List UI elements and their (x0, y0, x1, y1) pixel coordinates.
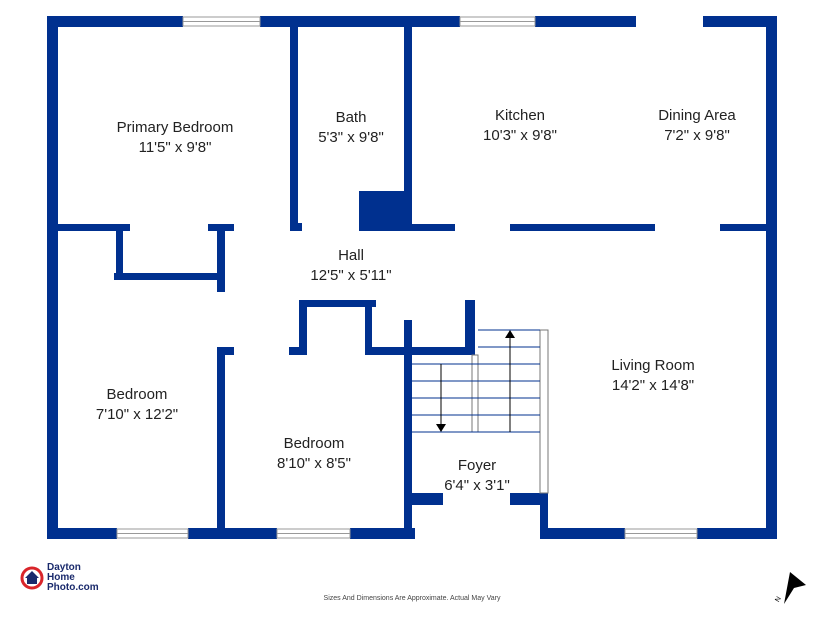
stairs (412, 329, 549, 494)
windows (116, 16, 698, 539)
room-kitchen: Kitchen 10'3" x 9'8" (483, 106, 557, 146)
room-size: 7'2" x 9'8" (664, 127, 730, 144)
room-name: Living Room (611, 357, 695, 374)
room-name: Bedroom (106, 386, 168, 403)
disclaimer: Sizes And Dimensions Are Approximate. Ac… (323, 595, 501, 602)
room-bedroom-1: Bedroom 7'10" x 12'2" (96, 385, 178, 425)
room-dining-area: Dining Area 7'2" x 9'8" (658, 106, 736, 146)
room-living-room: Living Room 14'2" x 14'8" (611, 356, 694, 396)
room-size: 5'3" x 9'8" (318, 129, 384, 146)
room-bedroom-2: Bedroom 8'10" x 8'5" (277, 434, 351, 474)
room-size: 11'5" x 9'8" (138, 139, 212, 156)
stair-down-arrow-icon (436, 424, 446, 432)
room-size: 7'10" x 12'2" (95, 406, 179, 423)
room-size: 6'4" x 3'1" (444, 477, 510, 494)
room-size: 14'2" x 14'8" (611, 377, 695, 394)
room-name: Dining Area (658, 107, 736, 124)
walls (47, 16, 777, 539)
room-foyer: Foyer 6'4" x 3'1" (444, 456, 510, 496)
north-compass-icon: N (770, 570, 810, 615)
camera-house-icon (20, 566, 44, 590)
room-size: 8'10" x 8'5" (277, 455, 351, 472)
room-primary-bedroom: Primary Bedroom 11'5" x 9'8" (117, 118, 234, 158)
room-size: 10'3" x 9'8" (483, 127, 557, 144)
stair-up-arrow-icon (505, 330, 515, 338)
room-hall: Hall 12'5" x 5'11" (310, 246, 391, 286)
room-bath: Bath 5'3" x 9'8" (318, 108, 384, 148)
room-size: 12'5" x 5'11" (310, 267, 392, 284)
room-name: Hall (338, 247, 364, 264)
logo-line: Dayton (47, 562, 81, 573)
company-logo: Dayton Home Photo.com (20, 563, 99, 593)
room-name: Kitchen (494, 107, 546, 124)
logo-line: Photo.com (47, 582, 99, 593)
room-name: Foyer (457, 457, 497, 474)
room-name: Primary Bedroom (116, 119, 234, 136)
room-name: Bedroom (283, 435, 345, 452)
room-name: Bath (335, 109, 367, 126)
logo-line: Home (47, 572, 75, 583)
